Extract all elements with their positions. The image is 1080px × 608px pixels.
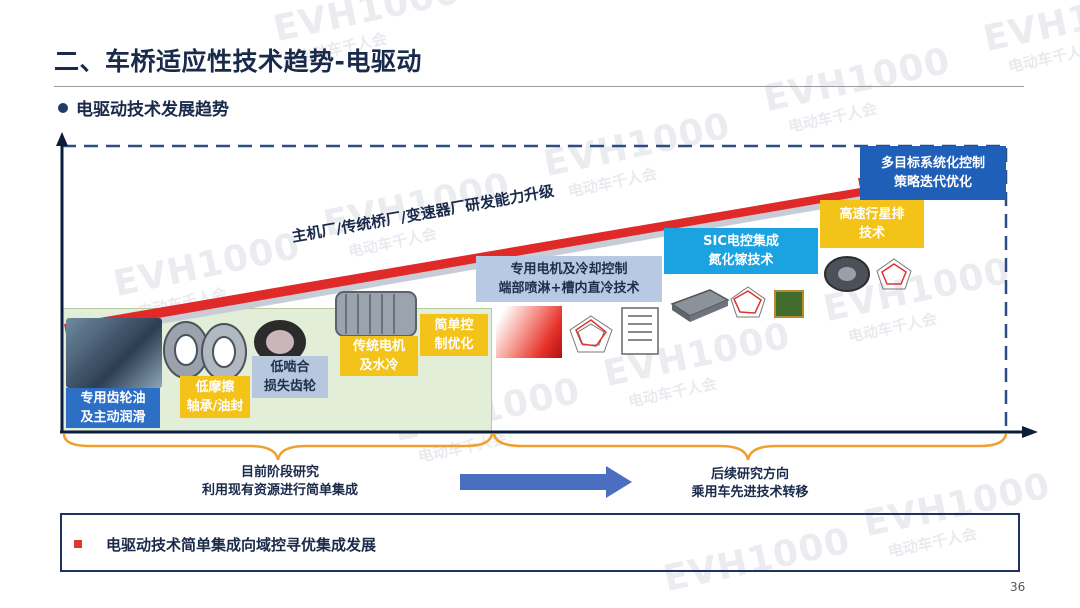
bullet-square-icon (74, 540, 82, 548)
thermal-map-image (496, 306, 562, 358)
conclusion-box: 电驱动技术简单集成向域控寻优集成发展 (60, 513, 1020, 572)
bullet-icon (58, 103, 68, 113)
planetary-gear-image (824, 256, 870, 292)
radar-chart-icon (569, 315, 613, 353)
phase-future-label: 后续研究方向 乘用车先进技术转移 (650, 466, 850, 502)
stage-gear-oil: 专用齿轮油 及主动润滑 (66, 388, 160, 428)
gear-image (254, 320, 306, 364)
sic-module-image (670, 289, 730, 322)
stage-dedicated-motor-cooling: 专用电机及冷却控制 端部喷淋+槽内直冷技术 (476, 256, 662, 302)
phase-future-desc: 乘用车先进技术转移 (691, 485, 809, 500)
stage-control-optimization: 简单控 制优化 (420, 314, 488, 356)
cooling-diagram-image (621, 307, 659, 355)
page-title: 二、车桥适应性技术趋势-电驱动 (54, 47, 422, 76)
gan-chip-image (774, 290, 804, 318)
radar-chart-icon (730, 286, 766, 318)
stage-multi-objective-control: 多目标系统化控制 策略迭代优化 (860, 146, 1006, 200)
stage-low-mesh-gear: 低啮合 损失齿轮 (252, 356, 328, 398)
stage-motor-cooling: 传统电机 及水冷 (340, 336, 418, 376)
stage-high-speed-planetary: 高速行星排 技术 (820, 200, 924, 248)
gear-oil-image (66, 318, 162, 388)
dashed-frame (62, 144, 1008, 430)
transition-arrow (460, 466, 632, 498)
stage-sic-gan: SIC电控集成 氮化镓技术 (664, 228, 818, 274)
page-number: 36 (1010, 580, 1026, 594)
phase-current-desc: 利用现有资源进行简单集成 (201, 483, 358, 498)
phase-current-label: 目前阶段研究 利用现有资源进行简单集成 (180, 464, 380, 500)
brace-current (62, 433, 494, 461)
phase-future-title: 后续研究方向 (710, 467, 789, 482)
section-subtitle: 电驱动技术发展趋势 (58, 95, 229, 120)
motor-image (335, 291, 417, 337)
bearing-image (163, 321, 247, 381)
title-divider (54, 86, 1024, 87)
stage-low-friction-bearing: 低摩擦 轴承/油封 (180, 376, 250, 418)
brace-future (492, 433, 1008, 461)
phase-current-title: 目前阶段研究 (240, 465, 319, 480)
conclusion-text: 电驱动技术简单集成向域控寻优集成发展 (106, 536, 377, 554)
radar-chart-icon (876, 258, 912, 290)
subtitle-text: 电驱动技术发展趋势 (76, 100, 229, 120)
